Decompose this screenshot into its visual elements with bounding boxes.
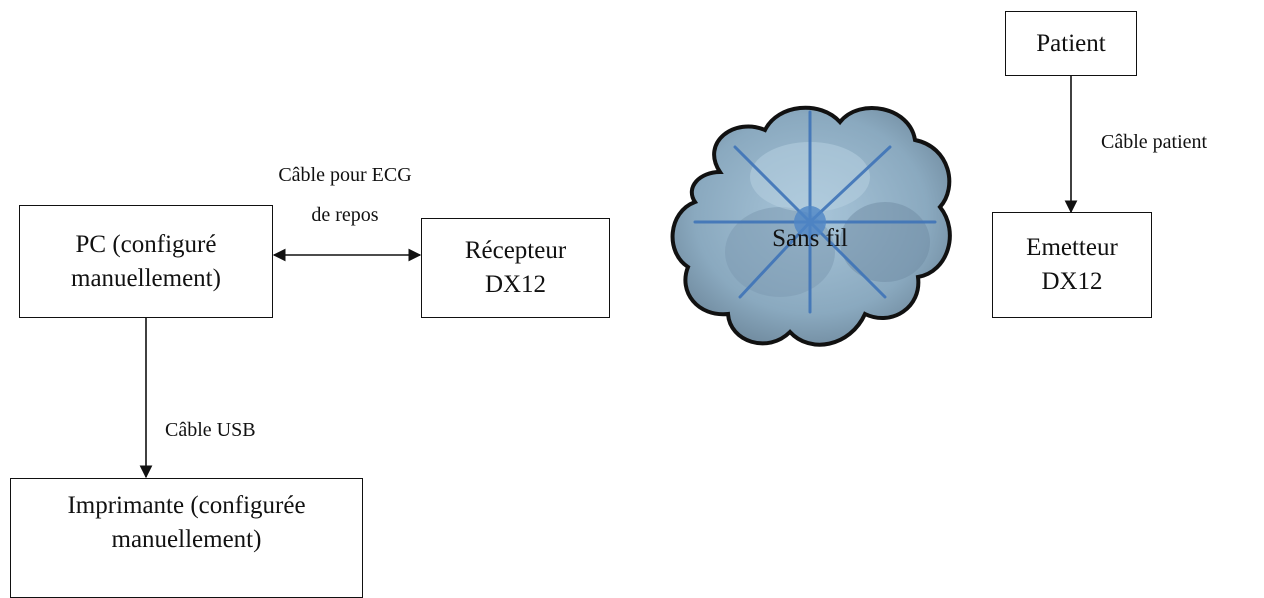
patient-box: Patient xyxy=(1005,11,1137,76)
pc-label-line2: manuellement) xyxy=(71,264,221,292)
receiver-label-line1: Récepteur xyxy=(464,237,567,264)
receiver-box: Récepteur DX12 xyxy=(421,218,610,318)
printer-label-line1: Imprimante (configurée xyxy=(67,492,306,519)
emitter-label-line2: DX12 xyxy=(1041,268,1103,295)
patient-cable-label: Câble patient xyxy=(1101,131,1208,153)
patient-label: Patient xyxy=(1036,29,1106,57)
receiver-label-line2: DX12 xyxy=(484,271,547,298)
ecg-cable-label-line2: de repos xyxy=(311,204,379,226)
ecg-cable-label-line1: Câble pour ECG xyxy=(278,164,412,186)
emitter-box: Emetteur DX12 xyxy=(992,212,1152,318)
ecg-cable-label: Câble pour ECG de repos xyxy=(250,162,440,228)
emitter-label-line1: Emetteur xyxy=(1026,234,1118,261)
cloud-label: Sans fil xyxy=(772,225,848,252)
usb-cable-label: Câble USB xyxy=(165,419,256,441)
pc-box: PC (configuré manuellement) xyxy=(19,205,273,318)
cloud-icon xyxy=(670,105,952,347)
printer-label-line2: manuellement) xyxy=(111,526,262,553)
wireless-cloud xyxy=(660,92,960,362)
pc-label-line1: PC (configuré xyxy=(75,230,217,258)
printer-box: Imprimante (configurée manuellement) xyxy=(10,478,363,598)
